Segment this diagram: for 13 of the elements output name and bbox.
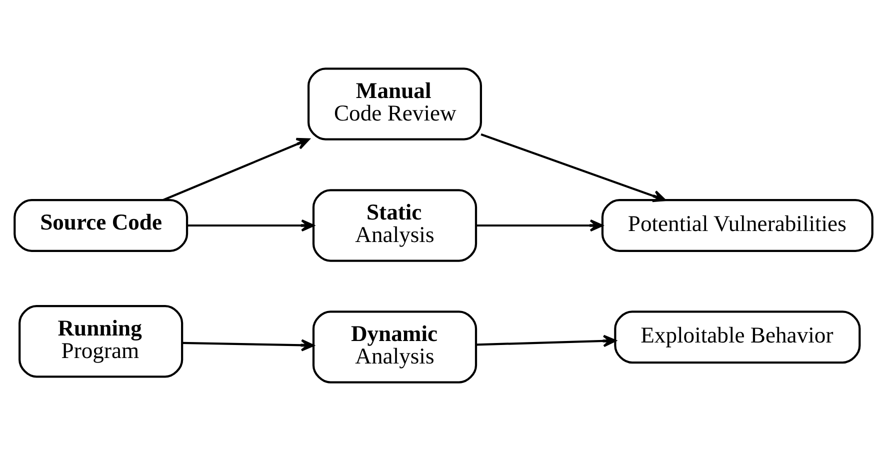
node-box: Exploitable Behavior xyxy=(614,310,861,364)
arrow xyxy=(480,133,666,202)
arrow xyxy=(182,339,314,352)
arrow xyxy=(476,334,616,348)
node-box: Manual Code Review xyxy=(308,68,482,140)
arrow xyxy=(476,219,603,232)
arrow xyxy=(187,219,314,232)
node-box: Source Code xyxy=(14,199,188,252)
node-box: Static Analysis xyxy=(312,189,478,262)
node-box: Dynamic Analysis xyxy=(312,310,478,384)
arrow xyxy=(162,138,310,201)
node-box: Running Program xyxy=(18,304,184,378)
node-box: Potential Vulnerabilities xyxy=(601,199,874,252)
